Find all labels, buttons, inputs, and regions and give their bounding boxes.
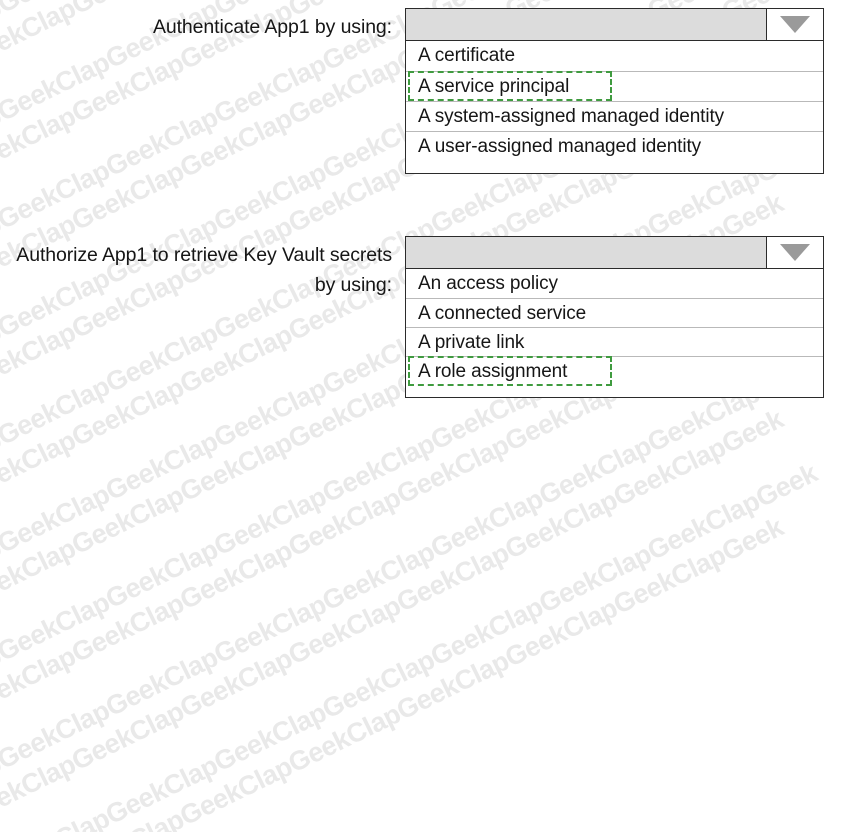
dropdown-2[interactable]: An access policy A connected service A p… [405,236,824,398]
dropdown-toggle-button-1[interactable] [767,9,823,40]
dropdown-option[interactable]: A role assignment [406,356,823,386]
dropdown-header-2[interactable] [405,236,824,269]
dropdown-header-1[interactable] [405,8,824,41]
question-row-2: Authorize App1 to retrieve Key Vault sec… [0,236,824,398]
dropdown-option-label: An access policy [418,273,558,294]
dropdown-option-label: A connected service [418,303,587,324]
dropdown-option[interactable]: An access policy [406,269,823,298]
watermark-text: ClapGeekClapGeekClapGeekClapGeekClapGeek… [0,403,788,832]
dropdown-option-label: A user-assigned managed identity [418,136,702,157]
chevron-down-icon [780,16,810,33]
watermark-text: ClapGeekClapGeekClapGeekClapGeekClapGeek… [0,511,788,832]
dropdown-option[interactable]: A user-assigned managed identity [406,131,823,161]
dropdown-selected-value-2[interactable] [406,237,767,268]
dropdown-option-label: A role assignment [418,361,568,382]
dropdown-selected-value-1[interactable] [406,9,767,40]
dropdown-option-label: A certificate [418,45,515,66]
prompt-label-1: Authenticate App1 by using: [152,16,392,38]
dropdown-option[interactable]: A system-assigned managed identity [406,101,823,131]
dropdown-option[interactable]: A private link [406,327,823,356]
dropdown-option-label: A private link [418,332,525,353]
dropdown-1[interactable]: A certificate A service principal A syst… [405,8,824,174]
dropdown-option[interactable]: A connected service [406,298,823,327]
dropdown-toggle-button-2[interactable] [767,237,823,268]
dropdown-options-list-1[interactable]: A certificate A service principal A syst… [405,41,824,174]
dropdown-option[interactable]: A certificate [406,41,823,71]
chevron-down-icon [780,244,810,261]
dropdown-options-list-2[interactable]: An access policy A connected service A p… [405,269,824,398]
dropdown-option[interactable]: A service principal [406,71,823,101]
prompt-label-2: Authorize App1 to retrieve Key Vault sec… [16,244,392,296]
question-row-1: Authenticate App1 by using: A certificat… [0,8,824,174]
dropdown-option-label: A service principal [418,76,570,97]
watermark-text: ClapGeekClapGeekClapGeekClapGeekClapGeek… [0,457,822,832]
dropdown-option-label: A system-assigned managed identity [418,106,725,127]
watermark-text: ClapGeekClapGeekClapGeekClapGeekClapGeek… [0,187,788,691]
